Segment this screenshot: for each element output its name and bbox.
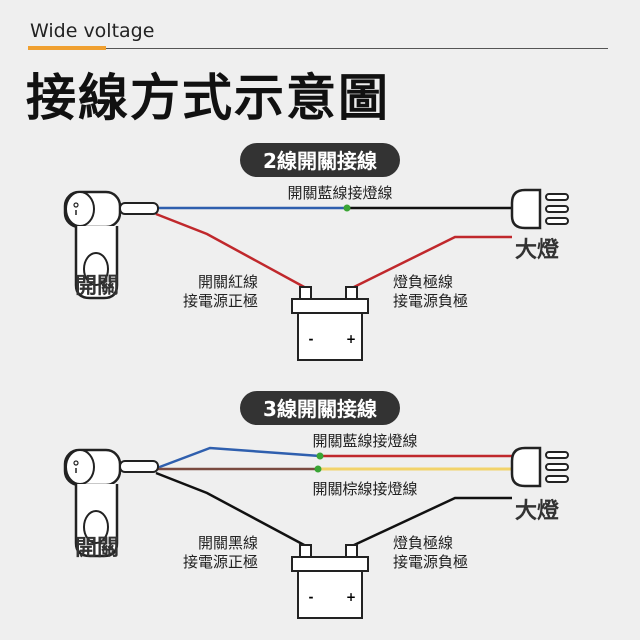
battery-icon — [291, 544, 369, 619]
right-wire-label-2: 接電源負極 — [393, 292, 468, 310]
junction-dot — [314, 465, 322, 473]
section-title: 3線開關接線 — [263, 397, 377, 421]
section-title: 2線開關接線 — [263, 149, 377, 173]
lamp-label: 大燈 — [515, 238, 560, 263]
lamp-label: 大燈 — [515, 499, 560, 524]
left-wire-label-2: 接電源正極 — [183, 553, 258, 571]
junction-dot — [316, 452, 324, 460]
battery-plus: + — [346, 590, 356, 604]
headlight-icon — [510, 188, 570, 230]
section-title-pill — [240, 143, 400, 177]
left-wire-label-1: 開關紅線 — [198, 273, 258, 291]
battery-minus: - — [309, 590, 314, 604]
right-wire-label-1: 燈負極線 — [393, 534, 453, 552]
diagram-2-wire: 2線開關接線 - + 開關藍線接燈線 開關 大燈 開關紅線 接電源正極 燈負極線… — [63, 143, 570, 361]
mid-wire-label: 開關棕線接燈線 — [312, 480, 417, 498]
switch-label: 開關 — [75, 274, 119, 299]
battery-plus: + — [346, 332, 356, 346]
headlight-icon — [510, 446, 570, 488]
lamp-negative-wire — [351, 235, 512, 290]
page-title: 接線方式示意圖 — [26, 69, 390, 127]
left-wire-label-1: 開關黑線 — [198, 534, 258, 552]
battery-minus: - — [309, 332, 314, 346]
red-wire — [155, 212, 307, 290]
section-title-pill — [240, 391, 400, 425]
left-wire-label-2: 接電源正極 — [183, 292, 258, 310]
header-accent-bar — [28, 46, 106, 50]
header-subtitle: Wide voltage — [30, 20, 155, 42]
lamp-negative-wire — [351, 496, 512, 548]
black-wire — [155, 471, 307, 548]
blue-wire — [156, 446, 321, 470]
switch-label: 開關 — [75, 536, 119, 561]
top-wire-label: 開關藍線接燈線 — [312, 432, 417, 450]
right-wire-label-2: 接電源負極 — [393, 553, 468, 571]
diagram-3-wire: 3線開關接線 - + 開關藍線接燈線 開關棕線接燈線 開關 大燈 開關黑線 接電… — [63, 391, 570, 619]
top-wire-label: 開關藍線接燈線 — [287, 184, 392, 202]
battery-icon — [291, 286, 369, 361]
header-divider — [28, 48, 608, 49]
junction-dot — [343, 204, 351, 212]
right-wire-label-1: 燈負極線 — [393, 273, 453, 291]
